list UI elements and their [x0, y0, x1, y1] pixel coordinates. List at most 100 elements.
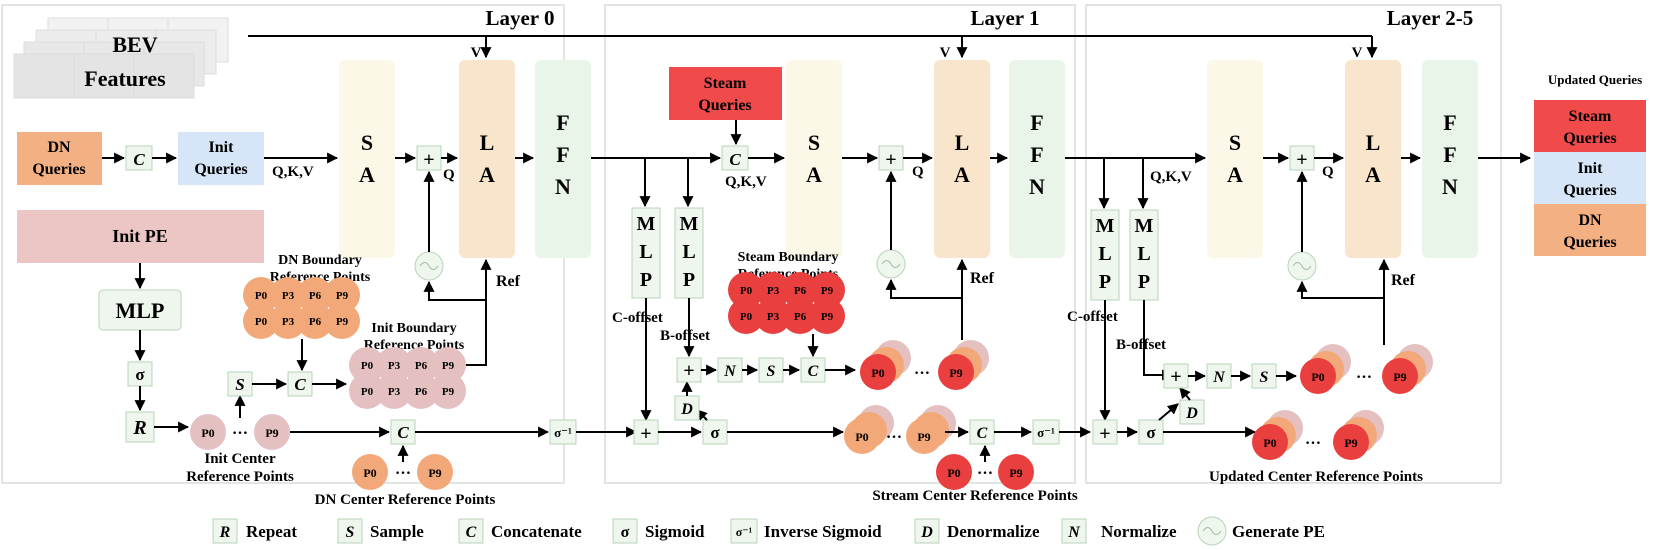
steam-queries-label-2: Queries [698, 97, 751, 114]
steam-b-p9-b: P9 [821, 311, 834, 323]
mlp-c2-l: L [1098, 243, 1111, 265]
mlp-b1-m: M [680, 213, 699, 235]
legend-sym-repeat: R [219, 524, 231, 541]
dn-center-p9 [417, 454, 453, 490]
mlp-b2-p: P [1138, 271, 1150, 293]
init-queries-box [178, 132, 264, 185]
q-label-2: Q [1322, 164, 1334, 180]
init-center-dots: … [232, 421, 248, 438]
sigmoid-symbol-0: σ [135, 365, 145, 384]
init-b-p0-b: P0 [361, 386, 374, 398]
boundary-output-points-1 [860, 340, 989, 390]
mlp-c1-m: M [637, 213, 656, 235]
la-letter-l-0: L [480, 130, 495, 155]
bout2-p0: P0 [1311, 370, 1324, 384]
bout1-p9: P9 [949, 366, 962, 380]
updated-steam-label-1: Steam [1569, 108, 1612, 125]
bout2-p9: P9 [1393, 370, 1406, 384]
ffn-letter-f1-1: F [1030, 110, 1043, 135]
init-b-p9-b: P9 [442, 386, 455, 398]
mlp-c-offset-1 [631, 207, 661, 299]
v-label-2: V [1352, 45, 1363, 61]
stream-center-p9-label: P9 [1009, 466, 1022, 480]
add-op-2 [1289, 145, 1315, 171]
c-offset-label-2: C-offset [1067, 309, 1118, 325]
denorm-op-2 [1179, 399, 1205, 425]
boundary-output-points-2 [1300, 344, 1433, 394]
add-center-symbol-1: + [640, 423, 651, 445]
legend-label-repeat: Repeat [246, 522, 297, 541]
ffn-letter-n-2: N [1442, 174, 1458, 199]
ucenter-p0: P0 [1263, 436, 1276, 450]
concat-symbol: C [133, 150, 145, 169]
steam-b-p6-b: P6 [794, 311, 807, 323]
denorm-op-1 [674, 395, 700, 421]
q-label-1: Q [912, 164, 924, 180]
denorm-symbol-2: D [1185, 405, 1198, 422]
v-label-1: V [940, 45, 951, 61]
dn-boundary-points [243, 277, 360, 339]
init-b-p0-a: P0 [361, 360, 374, 372]
stream-center-dots: … [977, 461, 993, 478]
legend-label-concat: Concatenate [491, 522, 582, 541]
ucenter-p9: P9 [1344, 436, 1357, 450]
updated-init-label-2: Queries [1563, 182, 1616, 199]
init-pe-box [17, 210, 264, 263]
add-boundary-symbol-1: + [683, 360, 694, 382]
ref-label-2: Ref [1391, 272, 1416, 289]
sa-letter-a-1: A [806, 162, 822, 187]
add-boundary-op-1 [676, 357, 702, 383]
la-block-0 [459, 60, 515, 258]
ref-label-1: Ref [970, 270, 995, 287]
dn-b-p6-a: P6 [309, 290, 322, 302]
updated-init-label-1: Init [1578, 160, 1604, 177]
sample-symbol-2: S [1260, 369, 1269, 386]
init-center-p9 [254, 414, 290, 450]
sigmoid-op-2 [1138, 419, 1164, 445]
sa-block-1 [786, 60, 842, 258]
sa-letter-a-0: A [359, 162, 375, 187]
concat-symbol-1: C [729, 150, 741, 169]
cmid1-p9: P9 [917, 430, 930, 444]
sample-op-2 [1251, 363, 1277, 389]
add-boundary-symbol-2: + [1170, 366, 1181, 388]
add-symbol-2: + [1296, 149, 1307, 171]
init-pe-label: Init PE [112, 226, 168, 246]
normalize-op-2 [1206, 363, 1232, 389]
b-offset-label-2: B-offset [1116, 337, 1166, 353]
init-b-p6-b: P6 [415, 386, 428, 398]
dn-center-dots: … [395, 461, 411, 478]
sa-letter-s-1: S [808, 130, 820, 155]
mlp-b2-m: M [1135, 215, 1154, 237]
bev-label-1: BEV [112, 32, 157, 57]
denorm-symbol-1: D [680, 401, 693, 418]
mlp-b1-p: P [683, 269, 695, 291]
init-center-p0 [190, 414, 226, 450]
ref-label-0: Ref [496, 273, 521, 290]
la-letter-a-0: A [479, 162, 495, 187]
layer1-panel [604, 4, 1076, 484]
layer25-title: Layer 2-5 [1387, 6, 1474, 30]
mlp-b1-l: L [682, 241, 695, 263]
steam-boundary-points [728, 272, 845, 334]
init-b-p3-a: P3 [388, 360, 401, 372]
qkv-label-1: Q,K,V [725, 174, 767, 190]
normalize-symbol-1: N [723, 363, 737, 380]
dn-center-p0 [352, 454, 388, 490]
dn-b-p3-a: P3 [282, 290, 295, 302]
bev-features-cube [13, 17, 229, 99]
concat-center-symbol-1: C [977, 425, 988, 442]
sa-letter-s-2: S [1229, 130, 1241, 155]
sample-symbol-0: S [235, 375, 244, 394]
inv-sigmoid-symbol-1: σ⁻¹ [1037, 425, 1055, 440]
legend-sym-sigmoid: σ [621, 524, 630, 541]
layer25-panel [1085, 4, 1502, 484]
init-center-p0-label: P0 [201, 426, 214, 440]
mlp-c-offset-2 [1090, 209, 1120, 301]
sa-block-0 [339, 60, 395, 258]
sigmoid-symbol-1: σ [710, 423, 720, 442]
b-offset-label-1: B-offset [660, 328, 710, 344]
steam-queries-label-1: Steam [704, 75, 747, 92]
v-label-0: V [471, 45, 482, 61]
inv-sigmoid-op-1 [1032, 419, 1060, 445]
